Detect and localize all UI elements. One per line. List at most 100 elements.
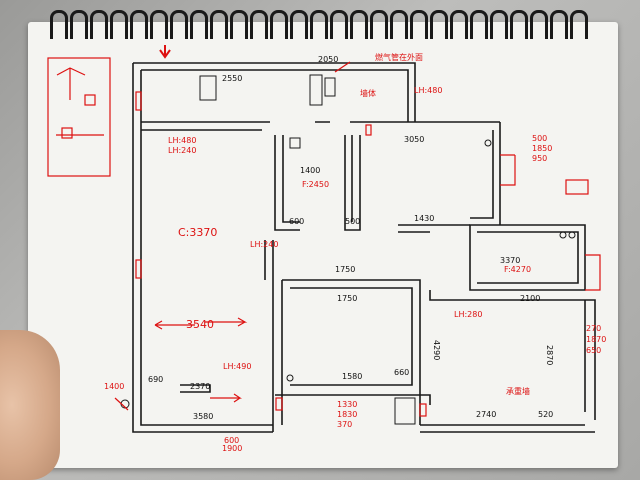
right-wall-lower (429, 290, 596, 420)
annotation-label: LH:240 (168, 146, 197, 155)
annotation-label: 950 (532, 154, 548, 163)
legend-sketch (84, 94, 96, 106)
annotation-label: LH:490 (223, 362, 252, 371)
spiral-ring (570, 10, 588, 39)
outlet-symbol (565, 179, 589, 195)
annotation-label: 270 (586, 324, 602, 333)
center-wall (272, 280, 283, 432)
annotation-label: LH:480 (168, 136, 197, 145)
dimension-label: 500 (345, 217, 361, 226)
spiral-ring (390, 10, 408, 39)
annotation-label: 1830 (337, 410, 358, 419)
annotation-label: 1850 (532, 144, 553, 153)
red-annotations (47, 45, 601, 417)
spiral-ring (430, 10, 448, 39)
spiral-ring (290, 10, 308, 39)
dimension-label: 2550 (222, 74, 243, 83)
annotation-label: F:2450 (302, 180, 330, 189)
spiral-ring (250, 10, 268, 39)
spiral-ring (470, 10, 488, 39)
spiral-ring (150, 10, 168, 39)
window-mark (419, 403, 427, 417)
outer-wall-left (132, 63, 273, 433)
spiral-ring (50, 10, 68, 39)
sketchbook-page (28, 22, 618, 468)
small-room (469, 224, 586, 291)
annotation-label: 600 (224, 436, 240, 445)
center-room (282, 279, 421, 425)
window-mark (275, 397, 283, 411)
legend-sketch (61, 127, 73, 139)
dimension-label: 2870 (545, 345, 554, 366)
annotation-label: LH:480 (414, 86, 443, 95)
dimension-label: 4290 (432, 340, 441, 361)
dimension-label: 3050 (404, 135, 425, 144)
annotation-label: 承重墙 (506, 387, 530, 396)
bottom-wall-right (420, 424, 595, 433)
outer-wall-top (133, 62, 416, 122)
dimension-label: 520 (538, 410, 554, 419)
annotation-label: 燃气管在外面 (375, 53, 423, 62)
door-jamb (264, 240, 274, 280)
window-mark (135, 91, 142, 111)
annotation-label: 370 (337, 420, 353, 429)
dimension-label: 2050 (318, 55, 339, 64)
outlet-circle (484, 139, 492, 147)
outer-wall-top-inner (141, 69, 409, 122)
spiral-ring (450, 10, 468, 39)
annotation-label: 1900 (222, 444, 243, 453)
dimension-label: 600 (289, 217, 305, 226)
entry-arrow (159, 45, 171, 59)
window-mark (500, 154, 516, 186)
dimension-label: 1750 (337, 294, 358, 303)
annotation-label: 1400 (104, 382, 125, 391)
small-room-inner (477, 231, 579, 284)
spiral-ring (270, 10, 288, 39)
annotation-label: 1330 (337, 400, 358, 409)
hand (0, 330, 60, 480)
fixture-box (324, 77, 336, 97)
spiral-ring (410, 10, 428, 39)
dimension-label: 2370 (190, 382, 211, 391)
fixture-box (199, 75, 217, 101)
annotation-label: LH:280 (454, 310, 483, 319)
spiral-ring (90, 10, 108, 39)
right-wall-upper-inner (470, 130, 494, 219)
dimension-label: 1430 (414, 214, 435, 223)
annotation-label: F:4270 (504, 265, 532, 274)
spiral-ring (330, 10, 348, 39)
fixture-box (289, 137, 301, 149)
spiral-ring (130, 10, 148, 39)
spiral-ring (370, 10, 388, 39)
walls (132, 62, 596, 433)
annotation-label: LH:240 (250, 240, 279, 249)
fixtures (120, 74, 576, 425)
dimension-label: 2740 (476, 410, 497, 419)
dimension-label: 690 (148, 375, 164, 384)
legend-sketch (56, 67, 104, 136)
annotation-label: 3540 (186, 318, 214, 331)
dimension-label: 1580 (342, 372, 363, 381)
annotation-label: 墙体 (360, 89, 376, 98)
annotation-label: 650 (586, 346, 602, 355)
bottom-left-stub (180, 384, 211, 393)
leader-line (114, 397, 129, 411)
corridor-wall-left (274, 135, 300, 231)
dimension-label: 660 (394, 368, 410, 377)
annotation-label: 1870 (586, 335, 607, 344)
spiral-ring (350, 10, 368, 39)
leader-line (334, 61, 351, 73)
spiral-ring (70, 10, 88, 39)
spiral-ring (530, 10, 548, 39)
dimension-label: 3580 (193, 412, 214, 421)
spiral-ring (230, 10, 248, 39)
annotation-label: C:3370 (178, 226, 218, 239)
spiral-ring (510, 10, 528, 39)
window-mark (365, 124, 372, 136)
annotation-label: 500 (532, 134, 548, 143)
dimension-label: 1750 (335, 265, 356, 274)
outer-wall-left-inner (140, 70, 273, 426)
dimension-label: 3370 (500, 256, 521, 265)
spiral-ring (490, 10, 508, 39)
